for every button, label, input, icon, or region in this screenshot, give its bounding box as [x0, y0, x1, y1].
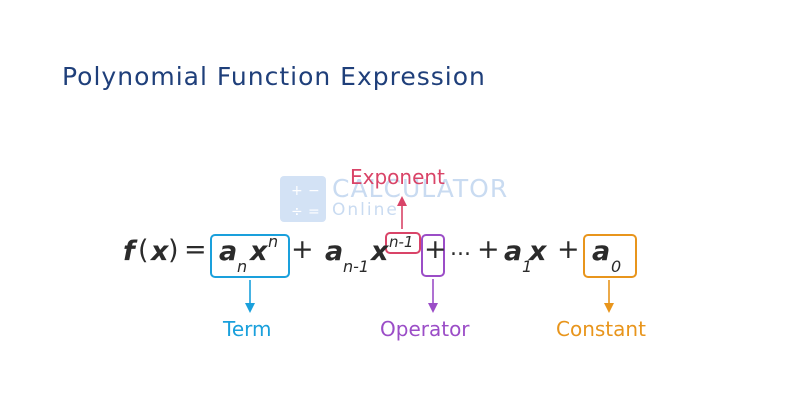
term2-coefficient: a — [325, 236, 344, 267]
function-f: f — [123, 236, 135, 267]
watermark-line1: CALCULATOR — [332, 174, 509, 203]
term-box — [210, 234, 290, 278]
plus-operator-3: + — [477, 234, 500, 265]
constant-label: Constant — [556, 317, 646, 341]
term1-subscript: n — [237, 257, 248, 276]
plus-operator-4: + — [557, 234, 580, 265]
term1-exponent: n — [268, 232, 279, 251]
close-paren: ) — [168, 235, 179, 266]
operator-arrow — [428, 279, 438, 313]
function-arg-x: x — [151, 236, 169, 267]
operator-box — [421, 234, 445, 277]
term1-coefficient: a — [219, 236, 238, 267]
svg-text:−: − — [308, 183, 320, 199]
open-paren: ( — [138, 235, 149, 266]
svg-text:÷: ÷ — [291, 204, 303, 220]
exponent-box — [385, 232, 421, 254]
page-title: Polynomial Function Expression — [62, 62, 486, 91]
constant-subscript: 0 — [611, 257, 622, 276]
calculator-logo-icon: + − ÷ = — [280, 176, 326, 222]
term2-subscript: n-1 — [343, 257, 370, 276]
constant-coefficient: a — [592, 236, 611, 267]
exponent-label: Exponent — [350, 165, 445, 189]
term1-variable: x — [250, 236, 268, 267]
term-arrow — [245, 280, 255, 313]
constant-arrow — [604, 280, 614, 313]
term-label: Term — [223, 317, 272, 341]
ellipsis: ... — [450, 236, 471, 261]
operator-label: Operator — [380, 317, 470, 341]
equals-sign: = — [184, 234, 207, 265]
watermark-line2: Online — [332, 200, 399, 220]
svg-text:=: = — [308, 204, 320, 220]
constant-box — [583, 234, 637, 278]
term2-variable: x — [371, 236, 389, 267]
svg-text:+: + — [291, 183, 303, 199]
term3-subscript: 1 — [522, 257, 533, 276]
term2-exponent: n-1 — [389, 233, 414, 251]
plus-operator-2: + — [424, 234, 447, 265]
plus-operator-1: + — [291, 234, 314, 265]
term3-coefficient: a — [504, 236, 523, 267]
exponent-arrow — [397, 196, 407, 229]
calculator-online-watermark: + − ÷ = CALCULATOR Online — [280, 174, 530, 224]
term3-variable: x — [529, 236, 547, 267]
